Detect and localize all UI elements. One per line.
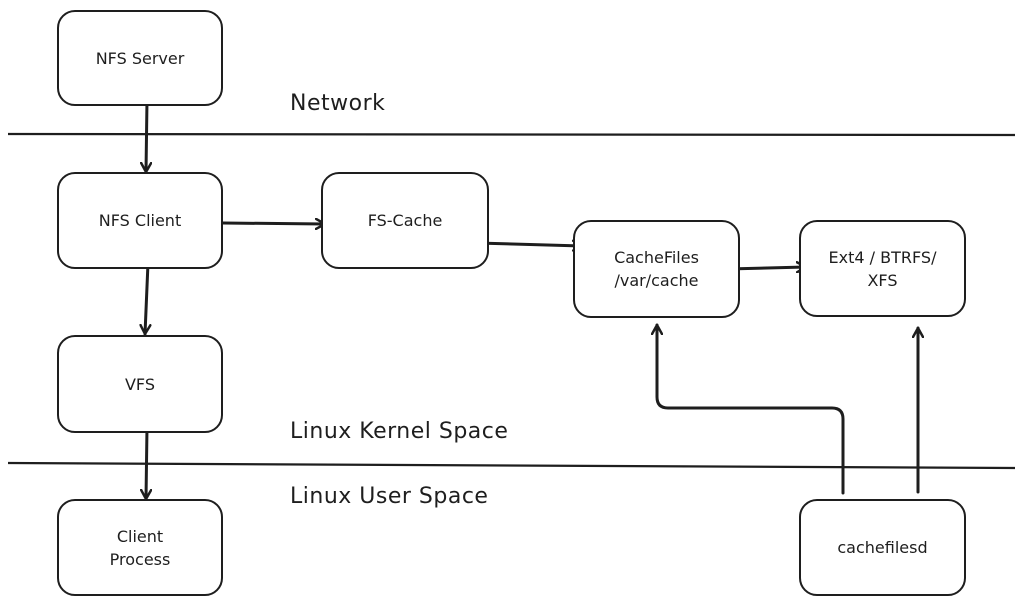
fs-cache-node: FS-Cache bbox=[321, 172, 489, 269]
network-zone-label: Network bbox=[290, 91, 386, 116]
kernel-user-boundary-line bbox=[7, 461, 1016, 470]
fs-backend-node: Ext4 / BTRFS/ XFS bbox=[799, 220, 966, 317]
client-process-node: Client Process bbox=[57, 499, 223, 596]
nfs-server-node: NFS Server bbox=[57, 10, 223, 106]
edge-nfs-server-to-nfs-client bbox=[146, 98, 147, 174]
nfs-client-node: NFS Client bbox=[57, 172, 223, 269]
edge-cachefiles-to-fs-backend bbox=[725, 267, 808, 269]
kernel-space-zone-label: Linux Kernel Space bbox=[290, 419, 509, 444]
edge-vfs-to-client-process bbox=[146, 425, 147, 501]
network-boundary-line bbox=[7, 132, 1016, 137]
edge-fs-cache-to-cachefiles bbox=[474, 243, 584, 246]
vfs-node: VFS bbox=[57, 335, 223, 433]
edge-nfs-client-to-vfs bbox=[145, 261, 148, 336]
edge-nfs-client-to-fs-cache bbox=[221, 223, 327, 224]
cachefilesd-node: cachefilesd bbox=[799, 499, 966, 596]
user-space-zone-label: Linux User Space bbox=[290, 484, 489, 509]
edge-cachefilesd-to-cachefiles bbox=[657, 323, 845, 495]
cachefiles-node: CacheFiles /var/cache bbox=[573, 220, 740, 318]
